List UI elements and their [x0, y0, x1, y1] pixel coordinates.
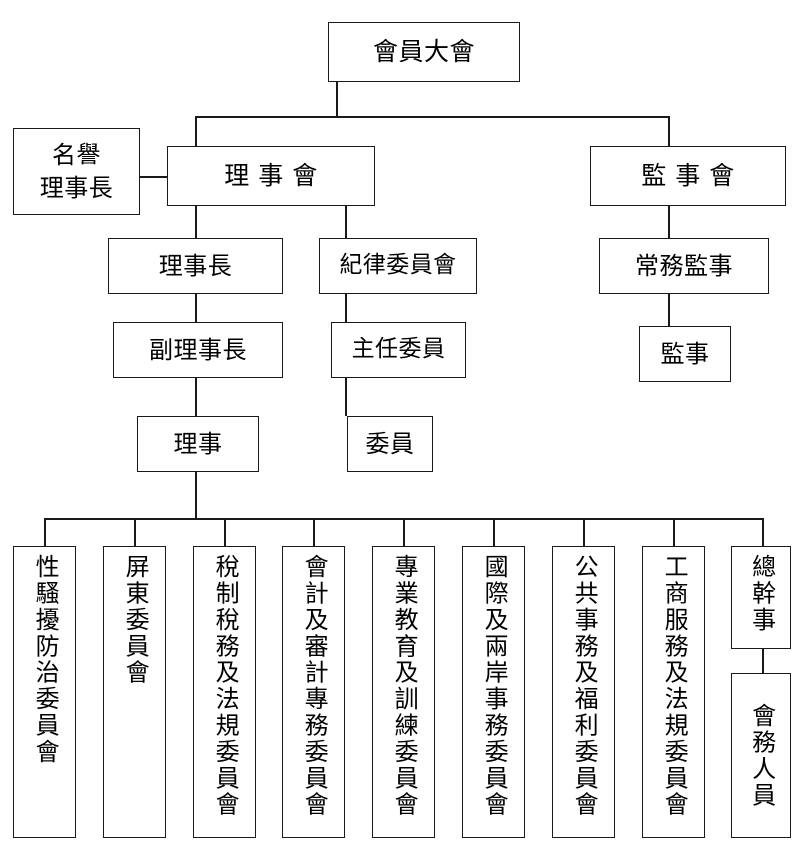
node-discipline-committee-label: 紀律委員會 [339, 252, 457, 279]
connector-committee-drop-4 [313, 518, 315, 546]
connector-managing-to-supervisor [668, 294, 670, 326]
node-committee-6[interactable]: 國際及兩岸事務委員會 [462, 546, 525, 838]
connector-committee-drop-9 [762, 518, 764, 546]
node-discipline-committee[interactable]: 紀律委員會 [319, 238, 477, 294]
connector-board-to-chairman [195, 206, 197, 238]
node-board-of-supervisors-label: 監 事 會 [641, 161, 735, 191]
node-committee-8[interactable]: 工商服務及法規委員會 [642, 546, 705, 838]
connector-supervisors-to-managing [668, 206, 670, 238]
connector-committee-drop-2 [134, 518, 136, 546]
connector-committee-drop-5 [403, 518, 405, 546]
connector-committee-drop-7 [583, 518, 585, 546]
node-staff-label: 會務人員 [747, 702, 776, 809]
node-committee-4-label: 會計及審計專務委員會 [300, 554, 329, 818]
node-secretary-general[interactable]: 總幹事 [731, 546, 791, 649]
connector-to-board [195, 116, 197, 147]
node-committee-5[interactable]: 專業教育及訓練委員會 [372, 546, 435, 838]
node-vice-chairman-label: 副理事長 [149, 335, 247, 364]
node-committee-4[interactable]: 會計及審計專務委員會 [282, 546, 345, 838]
node-director-label: 理事 [173, 429, 223, 458]
node-committee-7-label: 公共事務及福利委員會 [570, 554, 599, 818]
connector-honorary-to-board [140, 176, 168, 178]
node-committee-5-label: 專業教育及訓練委員會 [390, 554, 419, 818]
node-vice-chairman[interactable]: 副理事長 [113, 322, 283, 378]
node-general-assembly[interactable]: 會員大會 [328, 22, 520, 82]
connector-assembly-trunk [336, 82, 338, 117]
node-committee-8-label: 工商服務及法規委員會 [660, 554, 689, 818]
node-director[interactable]: 理事 [137, 416, 259, 472]
node-committee-3-label: 稅制稅務及法規委員會 [211, 554, 240, 818]
connector-committee-drop-1 [44, 518, 46, 546]
node-committee-chair[interactable]: 主任委員 [331, 322, 466, 378]
node-secretary-general-label: 總幹事 [747, 554, 776, 634]
node-managing-supervisor[interactable]: 常務監事 [599, 238, 769, 294]
connector-committee-drop-6 [493, 518, 495, 546]
node-supervisor-label: 監事 [660, 339, 710, 368]
node-committee-2-label: 屏東委員會 [121, 554, 150, 686]
connector-board-to-discipline [345, 206, 347, 238]
connector-director-trunk [195, 472, 197, 519]
node-committee-member[interactable]: 委員 [347, 416, 433, 472]
node-committee-3[interactable]: 稅制稅務及法規委員會 [193, 546, 256, 838]
node-honorary-chairman-label: 名譽 理事長 [39, 141, 114, 202]
connector-level2-bus [195, 116, 669, 118]
node-board-of-supervisors[interactable]: 監 事 會 [590, 146, 786, 206]
node-honorary-chairman[interactable]: 名譽 理事長 [13, 128, 140, 215]
node-managing-supervisor-label: 常務監事 [635, 251, 733, 280]
node-staff[interactable]: 會務人員 [731, 673, 791, 838]
connector-discipline-to-chair [345, 294, 347, 322]
node-chairman[interactable]: 理事長 [108, 238, 283, 294]
connector-vice-to-director [195, 378, 197, 416]
node-committee-1[interactable]: 性騷擾防治委員會 [13, 546, 76, 838]
connector-committee-drop-8 [673, 518, 675, 546]
node-committee-1-label: 性騷擾防治委員會 [31, 554, 60, 766]
node-committee-chair-label: 主任委員 [351, 336, 446, 363]
node-general-assembly-label: 會員大會 [372, 37, 475, 67]
connector-chair-to-member [345, 378, 347, 416]
node-committee-6-label: 國際及兩岸事務委員會 [480, 554, 509, 818]
node-committee-member-label: 委員 [365, 429, 415, 458]
node-supervisor[interactable]: 監事 [639, 326, 731, 382]
connector-secretary-to-staff [762, 649, 764, 673]
connector-committee-drop-3 [224, 518, 226, 546]
node-committee-2[interactable]: 屏東委員會 [103, 546, 166, 838]
connector-chairman-to-vice [195, 294, 197, 322]
node-board-of-directors[interactable]: 理 事 會 [167, 146, 375, 206]
node-committee-7[interactable]: 公共事務及福利委員會 [552, 546, 615, 838]
connector-to-supervisors [668, 116, 670, 147]
node-chairman-label: 理事長 [158, 251, 233, 280]
node-board-of-directors-label: 理 事 會 [224, 161, 318, 191]
